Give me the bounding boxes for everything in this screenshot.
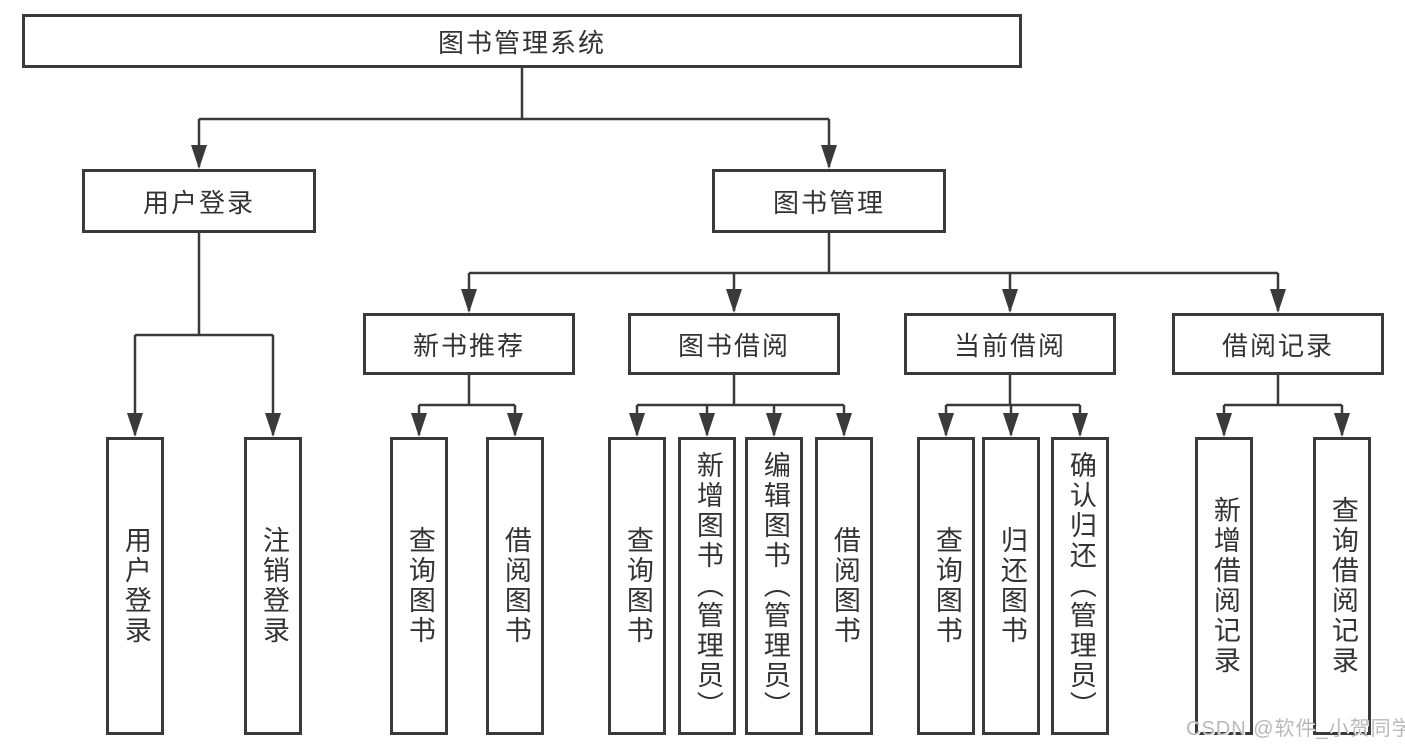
node-label: 图书借阅 — [677, 330, 790, 361]
node-user-login: 用户登录 — [82, 169, 316, 233]
node-label: 图书管理 — [772, 187, 885, 218]
leaf-return-books: 归还图书 — [982, 437, 1040, 735]
node-book-borrowing: 图书借阅 — [628, 313, 840, 375]
leaf-query-books-current: 查询图书 — [917, 437, 975, 735]
leaf-logout: 注销登录 — [244, 437, 302, 735]
node-label: 查询图书 — [404, 526, 435, 646]
node-new-book-recommend: 新书推荐 — [363, 313, 575, 375]
leaf-query-books-borrowing: 查询图书 — [608, 437, 666, 735]
node-label: 当前借阅 — [953, 330, 1066, 361]
leaf-query-books-recommend: 查询图书 — [390, 437, 448, 735]
node-current-borrowing: 当前借阅 — [904, 313, 1116, 375]
node-borrowing-records: 借阅记录 — [1172, 313, 1384, 375]
node-label: 用户登录 — [142, 187, 255, 218]
node-label: 图书管理系统 — [437, 27, 606, 58]
node-label: 用户登录 — [120, 526, 151, 646]
leaf-add-books-admin: 新增图书（管理员） — [678, 437, 736, 735]
leaf-confirm-return-admin: 确认归还（管理员） — [1051, 437, 1109, 735]
node-label: 编辑图书（管理员） — [759, 451, 790, 721]
leaf-edit-books-admin: 编辑图书（管理员） — [745, 437, 803, 735]
node-book-management: 图书管理 — [712, 169, 946, 233]
node-label: 借阅图书 — [500, 526, 531, 646]
node-label: 查询图书 — [622, 526, 653, 646]
node-label: 归还图书 — [996, 526, 1027, 646]
leaf-add-borrow-record: 新增借阅记录 — [1195, 437, 1253, 735]
node-label: 新增借阅记录 — [1209, 496, 1240, 676]
csdn-watermark: CSDN @软件_小贺同学 — [1186, 718, 1405, 740]
node-label: 查询借阅记录 — [1327, 496, 1358, 676]
node-label: 借阅图书 — [829, 526, 860, 646]
node-label: 确认归还（管理员） — [1065, 451, 1096, 721]
leaf-borrow-books-borrowing: 借阅图书 — [815, 437, 873, 735]
leaf-borrow-books-recommend: 借阅图书 — [486, 437, 544, 735]
leaf-user-login: 用户登录 — [106, 437, 164, 735]
node-library-management-system: 图书管理系统 — [22, 14, 1022, 68]
node-label: 新增图书（管理员） — [692, 451, 723, 721]
node-label: 新书推荐 — [412, 330, 525, 361]
node-label: 借阅记录 — [1221, 330, 1334, 361]
leaf-query-borrow-record: 查询借阅记录 — [1313, 437, 1371, 735]
node-label: 查询图书 — [931, 526, 962, 646]
node-label: 注销登录 — [258, 526, 289, 646]
